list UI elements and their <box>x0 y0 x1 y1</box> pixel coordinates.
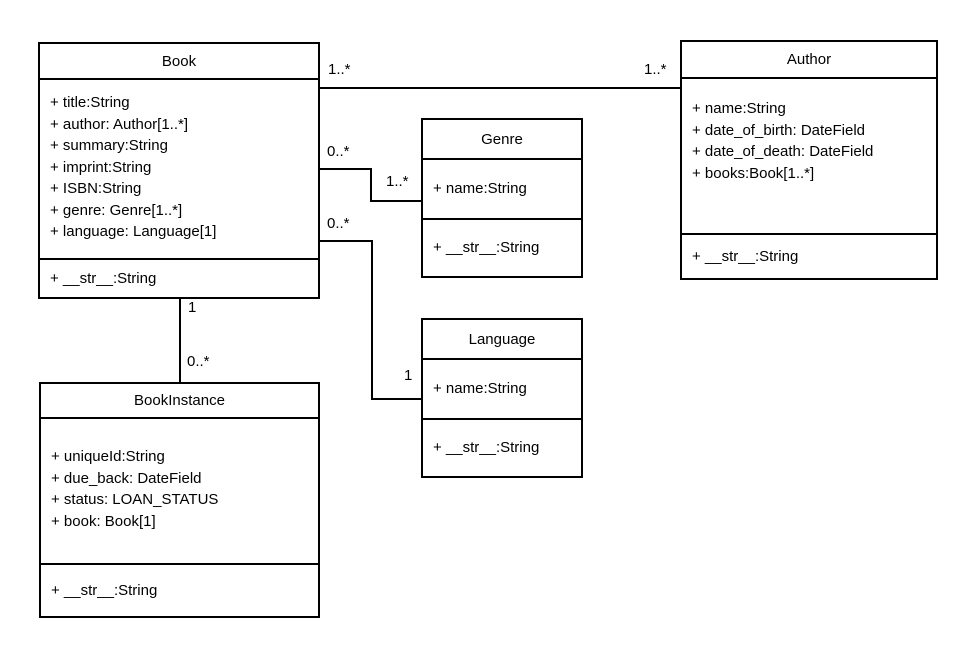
attribute: + imprint:String <box>50 158 152 176</box>
attribute: + status: LOAN_STATUS <box>51 491 219 508</box>
method: + __str__:String <box>51 581 158 599</box>
class-title: Genre <box>423 120 581 160</box>
multiplicity-book-author-source: 1..* <box>327 61 352 78</box>
class-methods-compartment: + __str__:String <box>423 220 581 276</box>
class-box-book: Book + title:String + author: Author[1..… <box>38 42 320 299</box>
attribute: + due_back: DateField <box>51 469 202 487</box>
method: + __str__:String <box>433 239 540 257</box>
multiplicity-book-genre-source: 0..* <box>326 143 351 160</box>
attribute: + genre: Genre[1..*] <box>50 201 183 219</box>
class-title: Author <box>682 42 936 79</box>
attribute: + title:String <box>50 94 130 111</box>
class-attributes-compartment: + name:String <box>423 360 581 420</box>
method: + __str__:String <box>692 247 799 265</box>
class-methods-compartment: + __str__:String <box>682 235 936 278</box>
multiplicity-book-bookinstance-target: 0..* <box>186 353 211 370</box>
attribute: + books:Book[1..*] <box>692 164 815 182</box>
association-book-language <box>320 240 421 400</box>
multiplicity-book-language-source: 0..* <box>326 215 351 232</box>
class-attributes-compartment: + name:String <box>423 160 581 220</box>
attribute: + date_of_death: DateField <box>692 143 874 160</box>
attribute: + name:String <box>692 100 786 117</box>
class-attributes-compartment: + uniqueId:String + due_back: DateField … <box>41 419 318 565</box>
class-methods-compartment: + __str__:String <box>41 565 318 616</box>
class-attributes-compartment: + name:String + date_of_birth: DateField… <box>682 79 936 235</box>
attribute: + ISBN:String <box>50 180 142 197</box>
attribute: + uniqueId:String <box>51 448 165 465</box>
attribute: + name:String <box>433 180 527 198</box>
class-title: BookInstance <box>41 384 318 419</box>
attribute: + book: Book[1] <box>51 512 156 530</box>
association-book-genre <box>320 168 421 202</box>
attribute: + name:String <box>433 380 527 398</box>
attribute: + summary:String <box>50 137 168 154</box>
method: + __str__:String <box>50 269 157 287</box>
method: + __str__:String <box>433 439 540 457</box>
attribute: + date_of_birth: DateField <box>692 121 866 139</box>
attribute: + language: Language[1] <box>50 223 217 240</box>
class-box-author: Author + name:String + date_of_birth: Da… <box>680 40 938 280</box>
multiplicity-book-genre-target: 1..* <box>385 173 410 190</box>
multiplicity-book-author-target: 1..* <box>643 61 668 78</box>
class-methods-compartment: + __str__:String <box>423 420 581 476</box>
class-box-language: Language + name:String + __str__:String <box>421 318 583 478</box>
class-title: Language <box>423 320 581 360</box>
class-box-genre: Genre + name:String + __str__:String <box>421 118 583 278</box>
attribute: + author: Author[1..*] <box>50 115 189 133</box>
class-box-bookinstance: BookInstance + uniqueId:String + due_bac… <box>39 382 320 618</box>
class-attributes-compartment: + title:String + author: Author[1..*] + … <box>40 80 318 260</box>
multiplicity-book-language-target: 1 <box>403 367 414 384</box>
class-title: Book <box>40 44 318 80</box>
class-methods-compartment: + __str__:String <box>40 260 318 297</box>
multiplicity-book-bookinstance-source: 1 <box>187 299 198 316</box>
